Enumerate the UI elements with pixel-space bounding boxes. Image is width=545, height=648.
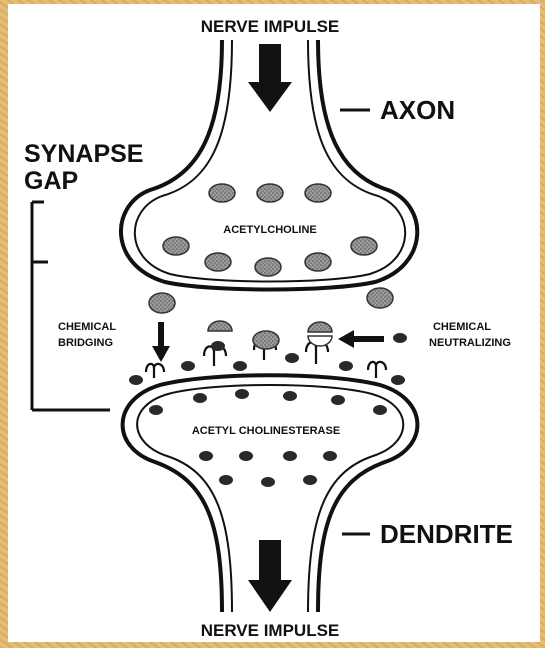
- acetylcholine-label: ACETYLCHOLINE: [223, 224, 317, 236]
- synapse-gap-label-line1: SYNAPSE: [24, 140, 143, 168]
- free-vesicle: [367, 288, 393, 308]
- vesicle: [305, 184, 331, 202]
- enzyme-dot: [149, 405, 163, 415]
- enzyme-dot: [235, 389, 249, 399]
- docked-vesicle: [253, 331, 279, 349]
- chemical-neutralizing-arrow: [338, 330, 384, 348]
- enzyme-dot: [193, 393, 207, 403]
- nerve-impulse-arrow-bottom: [248, 540, 292, 612]
- nerve-impulse-label-top: NERVE IMPULSE: [201, 17, 340, 36]
- chemical-bridging-arrow: [152, 322, 170, 362]
- chemical-bridging-label-line1: CHEMICAL: [58, 321, 116, 333]
- synapse-gap-label-line2: GAP: [24, 167, 78, 195]
- released-vesicles: [149, 288, 393, 313]
- synapse-gap-bracket: [32, 202, 110, 410]
- enzyme-dot: [219, 475, 233, 485]
- chemical-neutralizing-label-line2: NEUTRALIZING: [429, 337, 511, 349]
- enzyme-dot: [391, 375, 405, 385]
- chemical-bridging-label-line2: BRIDGING: [58, 337, 113, 349]
- enzyme-dot: [283, 451, 297, 461]
- enzyme-dot: [373, 405, 387, 415]
- enzyme-dot: [285, 353, 299, 363]
- half-vesicle-neutralized: [308, 322, 332, 332]
- vesicle: [163, 237, 189, 255]
- docked-vesicles: [208, 321, 332, 349]
- receptor: [368, 362, 386, 378]
- enzyme-dot: [233, 361, 247, 371]
- cholinesterase-label: ACETYL CHOLINESTERASE: [192, 425, 340, 437]
- enzyme-dot: [211, 341, 225, 351]
- vesicle: [305, 253, 331, 271]
- receptor: [146, 364, 164, 378]
- enzyme-dot: [181, 361, 195, 371]
- axon-label: AXON: [380, 95, 455, 125]
- half-vesicle: [208, 321, 232, 331]
- enzyme-dot: [303, 475, 317, 485]
- enzyme-dot: [393, 333, 407, 343]
- vesicle: [257, 184, 283, 202]
- enzyme-dot: [339, 361, 353, 371]
- vesicle: [209, 184, 235, 202]
- chemical-neutralizing-label-line1: CHEMICAL: [433, 321, 491, 333]
- enzyme-dot: [331, 395, 345, 405]
- vesicle: [351, 237, 377, 255]
- enzyme-dot: [129, 375, 143, 385]
- nerve-impulse-label-bottom: NERVE IMPULSE: [201, 621, 340, 640]
- cholinesterase-dots: [129, 333, 407, 487]
- enzyme-dot: [239, 451, 253, 461]
- nerve-impulse-arrow-top: [248, 44, 292, 112]
- enzyme-dot: [199, 451, 213, 461]
- enzyme-dot: [283, 391, 297, 401]
- free-vesicle: [149, 293, 175, 313]
- enzyme-dot: [323, 451, 337, 461]
- vesicle: [205, 253, 231, 271]
- enzyme-dot: [261, 477, 275, 487]
- vesicle: [255, 258, 281, 276]
- dendrite-label: DENDRITE: [380, 519, 513, 549]
